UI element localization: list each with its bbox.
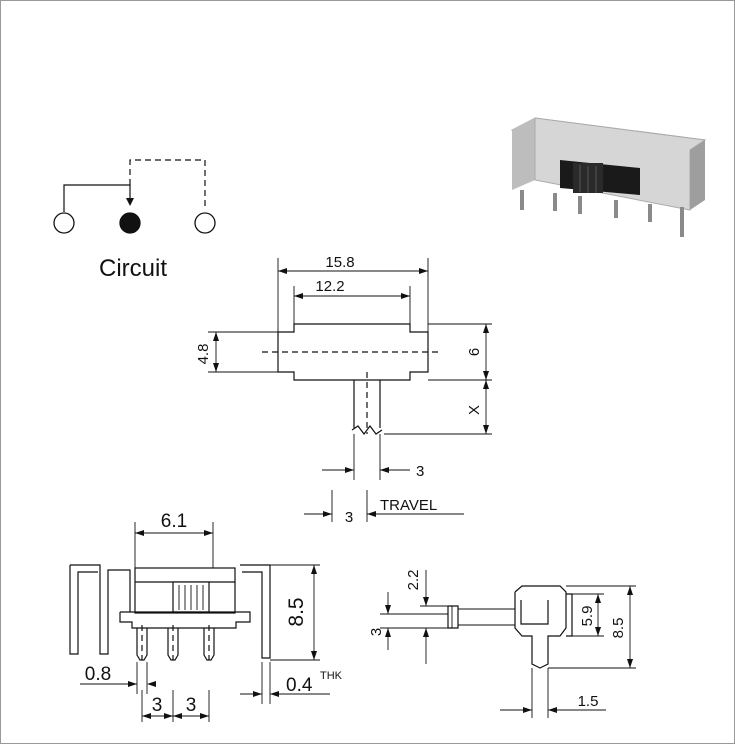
side-view: 2.2 3 5.9 8.5 1.5: [368, 570, 636, 718]
dim-overall-width: 15.8: [325, 254, 354, 271]
dim-body-height: 5.9: [579, 606, 596, 627]
dim-side-height: 8.5: [610, 618, 627, 639]
dim-front-height: 8.5: [285, 597, 308, 626]
dim-stroke-x: X: [466, 405, 483, 415]
dim-actuator-span: 12.2: [315, 278, 344, 295]
dim-body-height: 4.8: [195, 344, 212, 365]
dim-pitch-1: 3: [152, 695, 163, 716]
circuit-label: Circuit: [99, 255, 167, 282]
product-photo: [510, 117, 707, 237]
dim-pitch-2: 3: [186, 695, 197, 716]
front-view: 6.1 8.5 0.8 3 3 0.4 THK: [69, 511, 343, 722]
terminal-left: [53, 212, 75, 234]
dim-case-height: 6: [466, 348, 483, 356]
top-view: 15.8 12.2 4.8 6 X 3: [195, 254, 492, 526]
dim-top-offset: 2.2: [405, 570, 422, 591]
dim-pin-diameter: 0.8: [85, 664, 111, 685]
dim-pin-width: 1.5: [578, 693, 599, 710]
dim-travel-value: 3: [345, 509, 353, 526]
travel-label: TRAVEL: [380, 497, 437, 514]
front-pins: [136, 625, 215, 661]
terminal-right: [194, 212, 216, 234]
dim-actuator-width: 3: [416, 463, 424, 480]
dim-front-actuator-width: 6.1: [161, 511, 187, 532]
circuit-symbol: Circuit: [53, 159, 216, 282]
thickness-suffix: THK: [320, 670, 343, 682]
dim-thickness: 0.4: [286, 675, 313, 696]
dim-lever-height: 3: [368, 628, 385, 636]
terminal-common: [119, 212, 141, 234]
